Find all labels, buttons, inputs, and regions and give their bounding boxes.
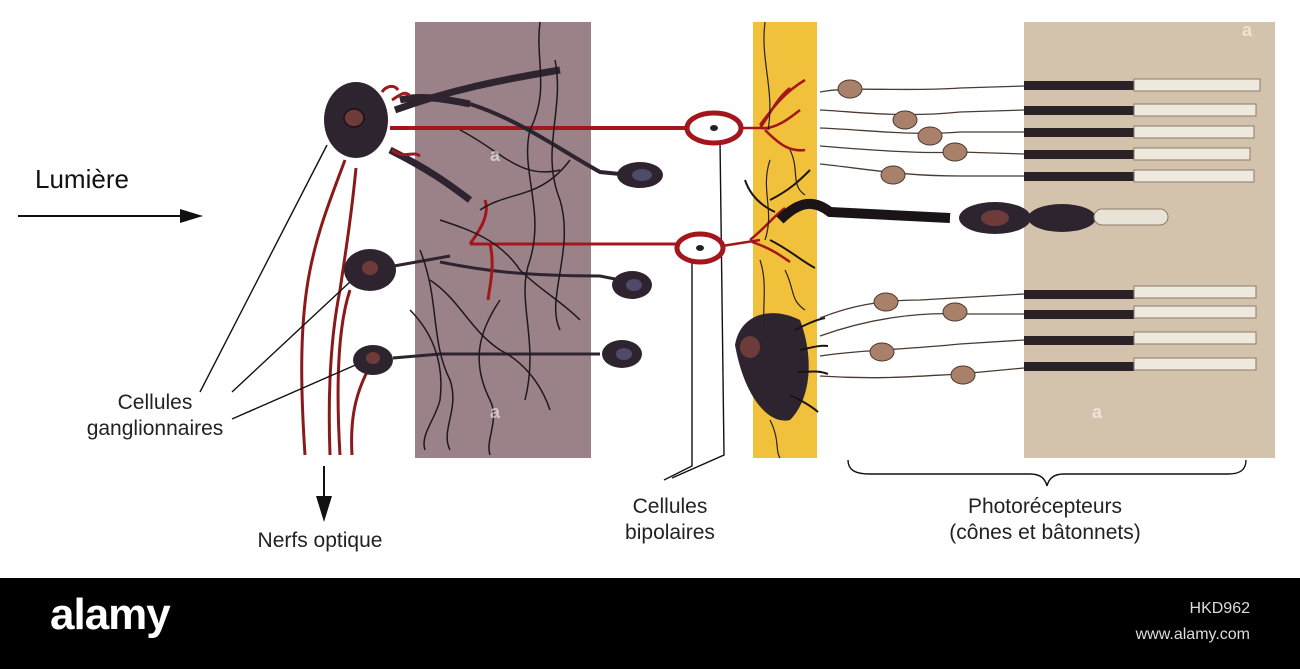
image-id-text: HKD962 (1190, 600, 1250, 618)
watermark-glyph: a (1092, 402, 1102, 423)
ganglion-label-line2: ganglionnaires (60, 416, 250, 442)
light-arrow (18, 209, 203, 223)
bipolar-pointer-lines (664, 140, 724, 480)
ganglion-cells-label: Cellules ganglionnaires (60, 390, 250, 442)
light-label: Lumière (35, 166, 129, 192)
optic-nerve-label: Nerfs optique (235, 528, 405, 554)
optic-nerve-fibers (302, 160, 368, 455)
bipolar-cells-label: Cellules bipolaires (590, 494, 750, 546)
photoreceptors-label-line2: (cônes et bâtonnets) (905, 520, 1185, 546)
photoreceptor-brace (848, 460, 1246, 486)
retina-illustration (0, 0, 1300, 578)
retina-diagram: a a a a Lumière Cellules ganglionnaires … (0, 0, 1300, 578)
watermark-footer: alamy HKD962 www.alamy.com (0, 578, 1300, 669)
photoreceptors-label-line1: Photorécepteurs (905, 494, 1185, 520)
photoreceptor-nuclei-bottom (870, 293, 975, 384)
watermark-glyph: a (1242, 20, 1252, 41)
bipolar-label-line1: Cellules (590, 494, 750, 520)
watermark-glyph: a (490, 145, 500, 166)
photoreceptor-fibers-bottom (820, 294, 1024, 378)
ganglion-label-line1: Cellules (60, 390, 250, 416)
site-url-text: www.alamy.com (1136, 626, 1250, 644)
bipolar-label-line2: bipolaires (590, 520, 750, 546)
photoreceptors-label: Photorécepteurs (cônes et bâtonnets) (905, 494, 1185, 546)
optic-nerve-arrow (316, 466, 332, 522)
watermark-glyph: a (490, 402, 500, 423)
alamy-logo: alamy (50, 590, 170, 640)
